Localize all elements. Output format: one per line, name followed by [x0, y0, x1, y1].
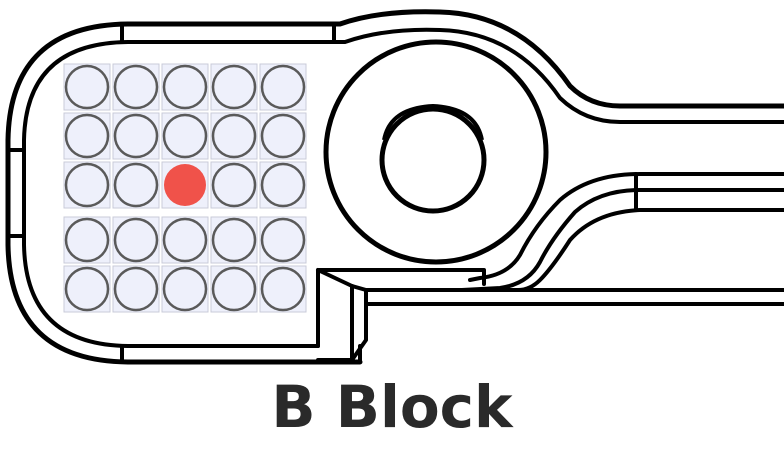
well[interactable] [162, 266, 208, 312]
well[interactable] [113, 64, 159, 110]
arm-rail-upper-inner [460, 188, 784, 292]
well[interactable] [211, 64, 257, 110]
well[interactable] [260, 217, 306, 263]
well[interactable] [113, 217, 159, 263]
well[interactable] [211, 217, 257, 263]
well-selected[interactable] [164, 164, 206, 206]
pivot-ring [323, 39, 549, 265]
well[interactable] [162, 113, 208, 159]
well[interactable] [64, 162, 110, 208]
well[interactable] [64, 217, 110, 263]
well[interactable] [260, 266, 306, 312]
well[interactable] [162, 64, 208, 110]
well[interactable] [113, 113, 159, 159]
block-title: B Block [271, 373, 513, 441]
well[interactable] [162, 217, 208, 263]
well[interactable] [64, 113, 110, 159]
arm-rail-curve [516, 208, 642, 292]
block-inner-outline [22, 27, 784, 348]
well[interactable] [64, 266, 110, 312]
well-grid [63, 63, 307, 313]
block-outer-outline [5, 9, 784, 365]
pivot-hole [379, 106, 487, 214]
well[interactable] [211, 162, 257, 208]
well[interactable] [113, 162, 159, 208]
arm-rail-upper [468, 172, 784, 282]
pivot-outer-circle [323, 39, 549, 265]
well[interactable] [260, 64, 306, 110]
slot-bracket-inner [316, 268, 368, 362]
slot-bracket [316, 268, 486, 348]
block-body [5, 9, 784, 365]
well[interactable] [211, 266, 257, 312]
well[interactable] [260, 162, 306, 208]
well[interactable] [260, 113, 306, 159]
well[interactable] [211, 113, 257, 159]
pivot-hole-rim [382, 103, 484, 141]
well[interactable] [64, 64, 110, 110]
well[interactable] [113, 266, 159, 312]
